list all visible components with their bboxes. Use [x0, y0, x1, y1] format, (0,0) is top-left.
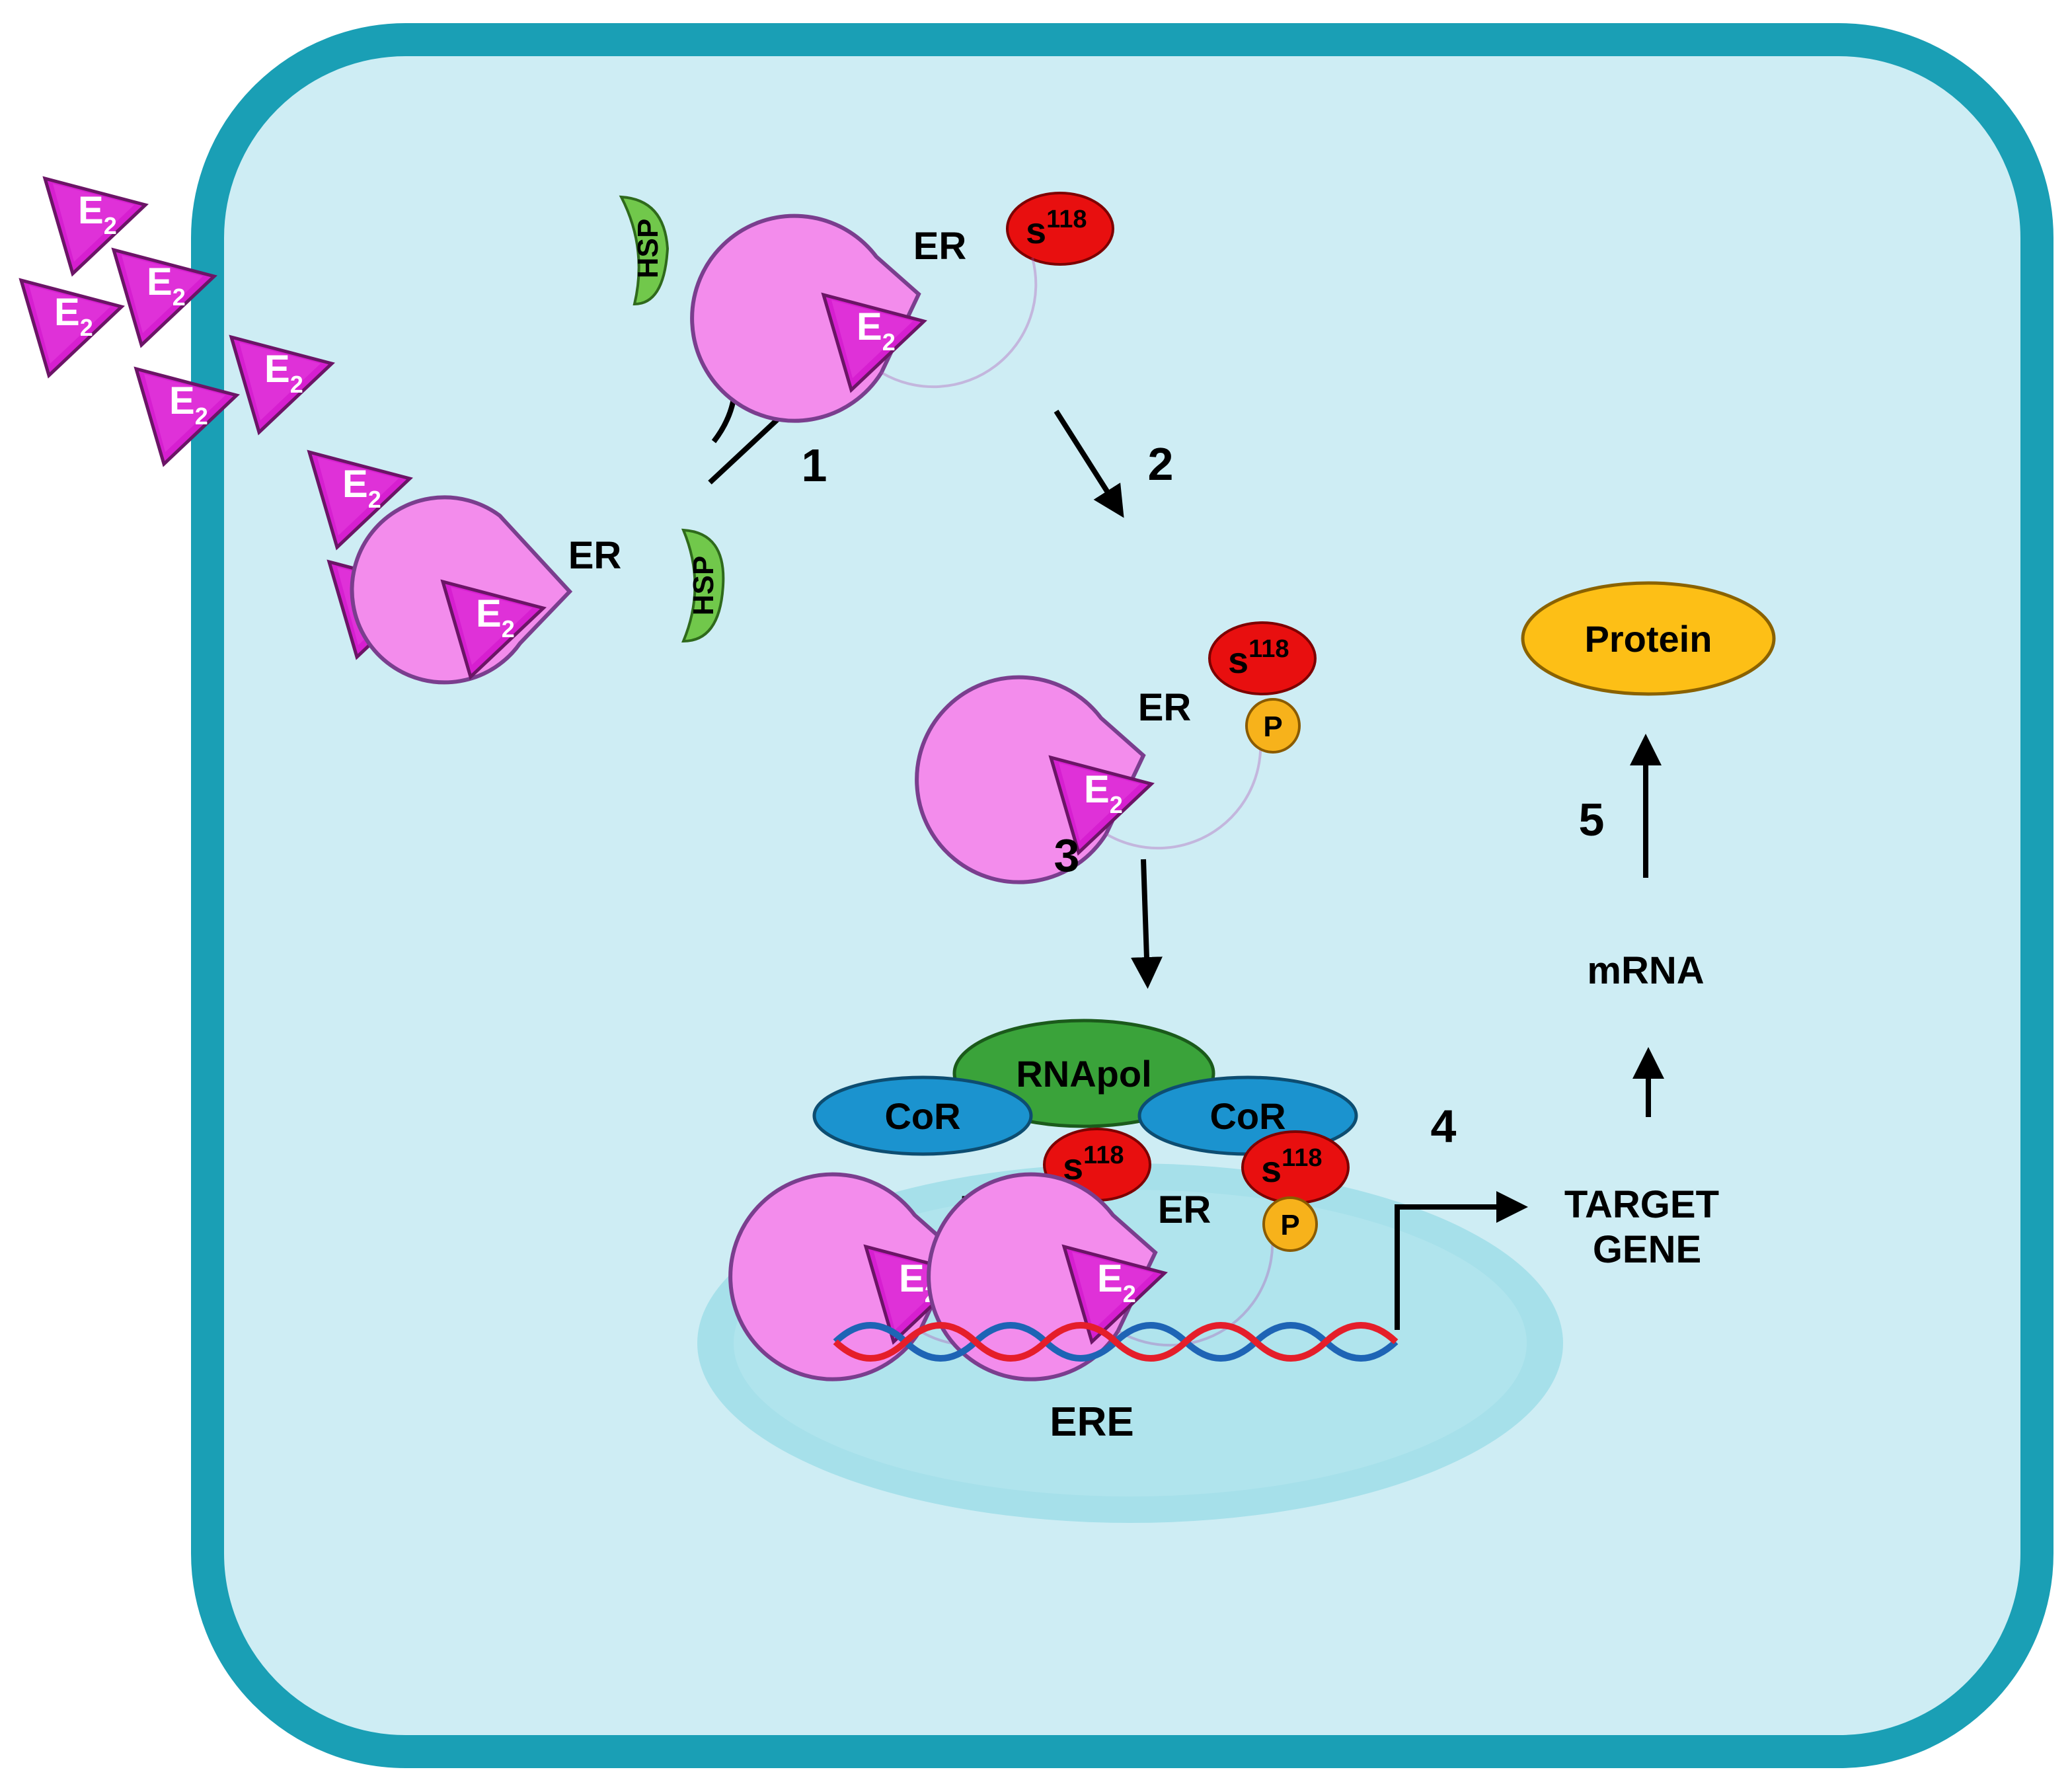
- er-receptor: ER: [692, 216, 1036, 421]
- e2-triangle: E2: [824, 295, 924, 390]
- er-phospho-complex: s118 ER P E2: [917, 621, 1317, 882]
- step-1-label: 1: [802, 440, 827, 491]
- e2-triangle: E2: [443, 582, 543, 677]
- transcription-complex: RNApol CoR CoR s118 ER P E2: [730, 1019, 1358, 1379]
- svg-text:E2: E2: [342, 463, 381, 513]
- er-receptor: ER: [352, 497, 622, 682]
- s118-site: s118: [1208, 621, 1317, 695]
- svg-text:P: P: [1263, 711, 1282, 743]
- e2-triangle: E2: [1064, 1247, 1165, 1342]
- svg-text:E2: E2: [169, 379, 208, 430]
- step-4-label: 4: [1431, 1101, 1457, 1152]
- svg-text:E2: E2: [264, 348, 303, 398]
- protein-label: Protein: [1585, 618, 1712, 660]
- svg-text:E2: E2: [1097, 1257, 1136, 1307]
- target-gene-label: TARGET GENE: [1564, 1183, 1730, 1271]
- hsp-block: HSP: [681, 528, 725, 643]
- svg-text:E2: E2: [476, 592, 515, 642]
- phospho-site: P: [1245, 698, 1301, 754]
- er-label: ER: [913, 225, 967, 268]
- er-receptor: ER: [917, 678, 1260, 882]
- svg-text:E2: E2: [54, 291, 93, 341]
- cor-label: CoR: [884, 1095, 960, 1137]
- er-label: ER: [568, 534, 622, 577]
- er-label: ER: [1138, 686, 1192, 729]
- transcription-start-arrow: [1395, 1191, 1528, 1330]
- mrna-label: mRNA: [1587, 949, 1704, 992]
- phospho-site: P: [1262, 1196, 1318, 1252]
- hsp-label: HSP: [687, 556, 720, 615]
- er-receptor: ER: [929, 1175, 1272, 1379]
- s118-site: s118: [1241, 1130, 1350, 1204]
- e2-triangle: E2: [45, 178, 145, 274]
- e2-triangle: E2: [114, 250, 214, 345]
- hsp-label: HSP: [632, 219, 664, 278]
- step-3-label: 3: [1054, 830, 1080, 881]
- rnapol-label: RNApol: [1016, 1053, 1151, 1095]
- ere-label: ERE: [1050, 1399, 1133, 1445]
- e2-triangle: E2: [1051, 757, 1151, 853]
- e2-triangle: E2: [21, 280, 122, 375]
- protein-block: Protein: [1521, 581, 1776, 696]
- cor-label: CoR: [1209, 1095, 1285, 1137]
- cell-membrane: [191, 23, 2053, 1768]
- step-5-label: 5: [1579, 794, 1605, 845]
- step-2-label: 2: [1148, 438, 1174, 490]
- svg-text:E2: E2: [147, 260, 186, 311]
- e2-triangle: E2: [309, 452, 410, 547]
- svg-text:s118: s118: [1228, 635, 1289, 681]
- svg-text:s118: s118: [1261, 1144, 1322, 1190]
- svg-text:E2: E2: [1084, 768, 1123, 818]
- released-hsp: HSP: [619, 195, 670, 306]
- step-3-arrow: [1130, 859, 1163, 989]
- svg-text:E2: E2: [857, 305, 896, 356]
- svg-text:P: P: [1280, 1209, 1299, 1241]
- er-e2-s118-complex: s118 ER E2: [692, 192, 1114, 421]
- e2-triangle: E2: [136, 369, 237, 464]
- svg-text:E2: E2: [78, 189, 117, 239]
- dna-helix: [833, 1322, 1399, 1362]
- step-2-arrow: [1054, 409, 1124, 518]
- er-hsp-complex: HSP ER E2: [352, 497, 725, 682]
- s118-site: s118: [1006, 192, 1114, 266]
- svg-text:s118: s118: [1026, 206, 1087, 251]
- er-label: ER: [1158, 1188, 1211, 1231]
- e2-triangle: E2: [231, 337, 332, 432]
- cor-block-left: CoR: [812, 1075, 1033, 1156]
